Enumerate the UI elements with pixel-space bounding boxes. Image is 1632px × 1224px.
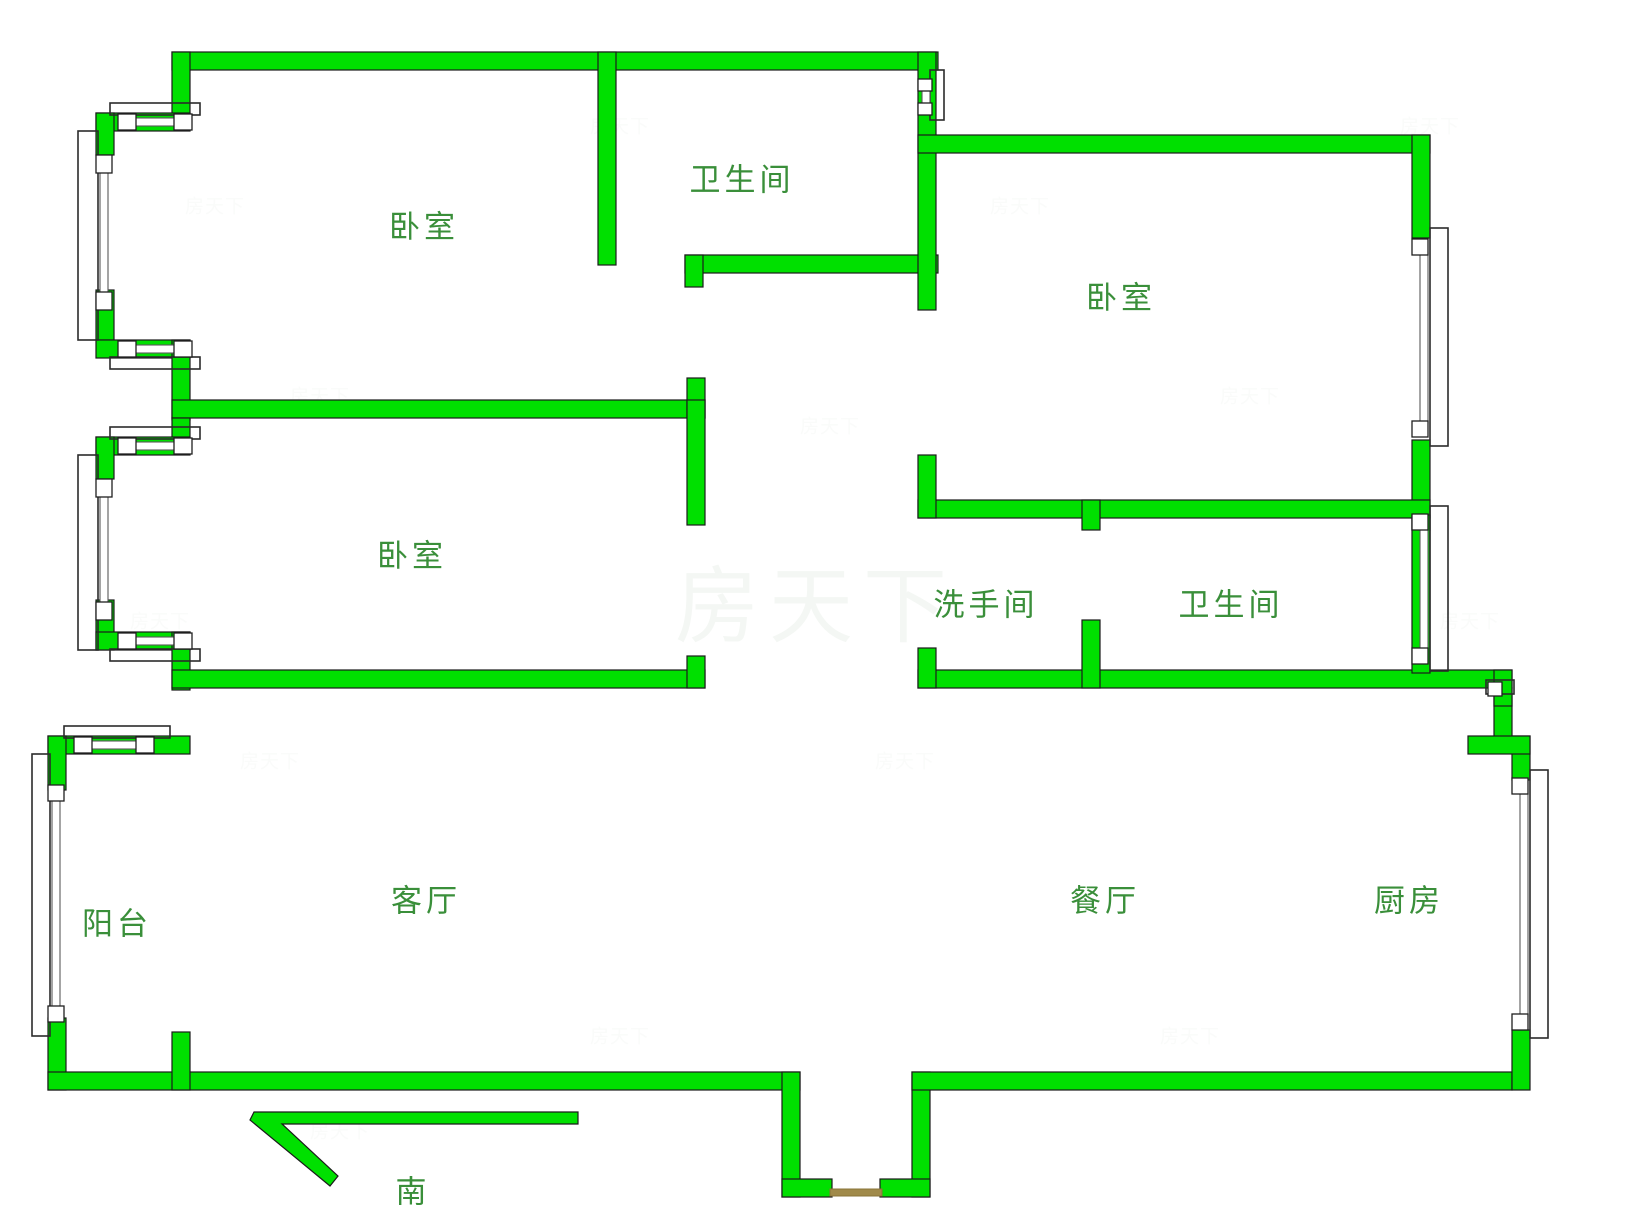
wall-south-left	[47, 1071, 801, 1091]
window-bath-south-frame	[1429, 505, 1449, 672]
window-kitchen-east-frame	[1529, 769, 1549, 1039]
window-bath-south-pane	[1419, 527, 1429, 651]
window-balcony-top-stop-left	[73, 736, 93, 754]
window-kitchen-east-stop-bottom	[1511, 1013, 1529, 1031]
window-balcony-top-frame	[63, 725, 171, 739]
wall-ne-bedroom-east-upper	[1411, 134, 1431, 239]
wall-corridor-west-stub	[917, 454, 937, 519]
window-w-bay-bottom-frame	[109, 648, 201, 662]
window-balcony-west-stop-top	[47, 784, 65, 802]
window-balcony-top-pane	[89, 740, 139, 750]
window-group	[31, 69, 1549, 1039]
wall-washroom-divider	[1081, 619, 1101, 689]
wall-nw-corner-vert	[171, 51, 191, 123]
wall-bath-north-west	[597, 51, 617, 266]
wall-balcony-living-divider	[171, 1031, 191, 1091]
wall-top-north	[171, 51, 939, 71]
window-kitchen-north-stop	[1487, 681, 1503, 697]
window-nw-bay-bottom-pane	[133, 344, 177, 354]
window-w-bay-top-frame	[109, 426, 201, 440]
wall-south-right	[911, 1071, 1513, 1091]
window-nw-bay-left-stop-top	[95, 154, 113, 174]
window-nw-bay-left-stop-bottom	[95, 291, 113, 311]
window-nw-bay-top-frame	[109, 102, 201, 116]
wall-bath-north-east	[917, 51, 937, 311]
window-nw-bay-bottom-stop-left	[117, 340, 137, 358]
wall-west-bedroom-east-upper	[686, 399, 706, 526]
wall-corridor-south	[917, 499, 1431, 519]
window-w-bay-bottom-stop-left	[117, 632, 137, 650]
window-bath-south-stop-bottom	[1411, 647, 1429, 665]
window-w-bay-bottom-stop-right	[173, 632, 193, 650]
window-nw-bay-left-pane	[99, 166, 109, 303]
wall-ne-bedroom-north	[917, 134, 1431, 154]
wall-entrance-right-sill	[879, 1178, 931, 1198]
window-w-bay-left-stop-top	[95, 478, 113, 498]
wall-entrance-right-jamb	[911, 1071, 931, 1198]
wall-corridor-down-stub	[1081, 499, 1101, 531]
wall-bath-north-south	[684, 254, 939, 274]
window-w-bay-bottom-pane	[133, 636, 177, 646]
window-nw-bay-top-stop-left	[117, 113, 137, 131]
window-nw-bay-left-frame	[77, 130, 99, 341]
wall-washroom-west-stub	[917, 647, 937, 689]
window-nw-bay-top-stop-right	[173, 113, 193, 131]
window-ne-bedroom-stop-top	[1411, 238, 1429, 256]
window-bath-south-stop-top	[1411, 513, 1429, 531]
wall-entrance-left-sill	[781, 1178, 833, 1198]
wall-living-north-left	[171, 669, 706, 689]
window-balcony-west-frame	[31, 753, 51, 1037]
compass-direction-label: 南	[395, 1174, 427, 1211]
wall-mid-left-horizontal	[171, 399, 706, 419]
wall-kitchen-east-lower	[1511, 1029, 1531, 1091]
window-w-bay-left-frame	[77, 454, 99, 651]
wall-living-north-left-stub	[686, 655, 706, 689]
wall-group	[47, 51, 1531, 1198]
window-bath-north-stop-top	[917, 78, 933, 92]
window-kitchen-east-pane	[1519, 793, 1529, 1017]
window-balcony-west-pane	[51, 796, 61, 1010]
wall-kitchen-top	[1467, 735, 1531, 755]
window-balcony-top-stop-right	[135, 736, 155, 754]
window-ne-bedroom-pane	[1419, 252, 1429, 424]
window-kitchen-east-stop-top	[1511, 777, 1529, 795]
window-balcony-west-stop-bottom	[47, 1005, 65, 1023]
window-w-bay-top-stop-right	[173, 437, 193, 455]
window-w-bay-top-pane	[133, 441, 177, 451]
window-w-bay-left-pane	[99, 490, 109, 614]
window-ne-bedroom-frame	[1429, 227, 1449, 447]
entrance-door-threshold	[829, 1188, 883, 1197]
window-w-bay-top-stop-left	[117, 437, 137, 455]
wall-entrance-left-jamb	[781, 1071, 801, 1198]
window-nw-bay-top-pane	[133, 117, 177, 127]
wall-bath-north-south-stub	[684, 254, 704, 288]
window-bath-north-stop-bottom	[917, 102, 933, 116]
window-nw-bay-bottom-stop-right	[173, 340, 193, 358]
compass-arrow-icon	[249, 1111, 579, 1187]
window-nw-bay-bottom-frame	[109, 356, 201, 370]
window-ne-bedroom-stop-bottom	[1411, 420, 1429, 438]
window-w-bay-left-stop-bottom	[95, 601, 113, 621]
